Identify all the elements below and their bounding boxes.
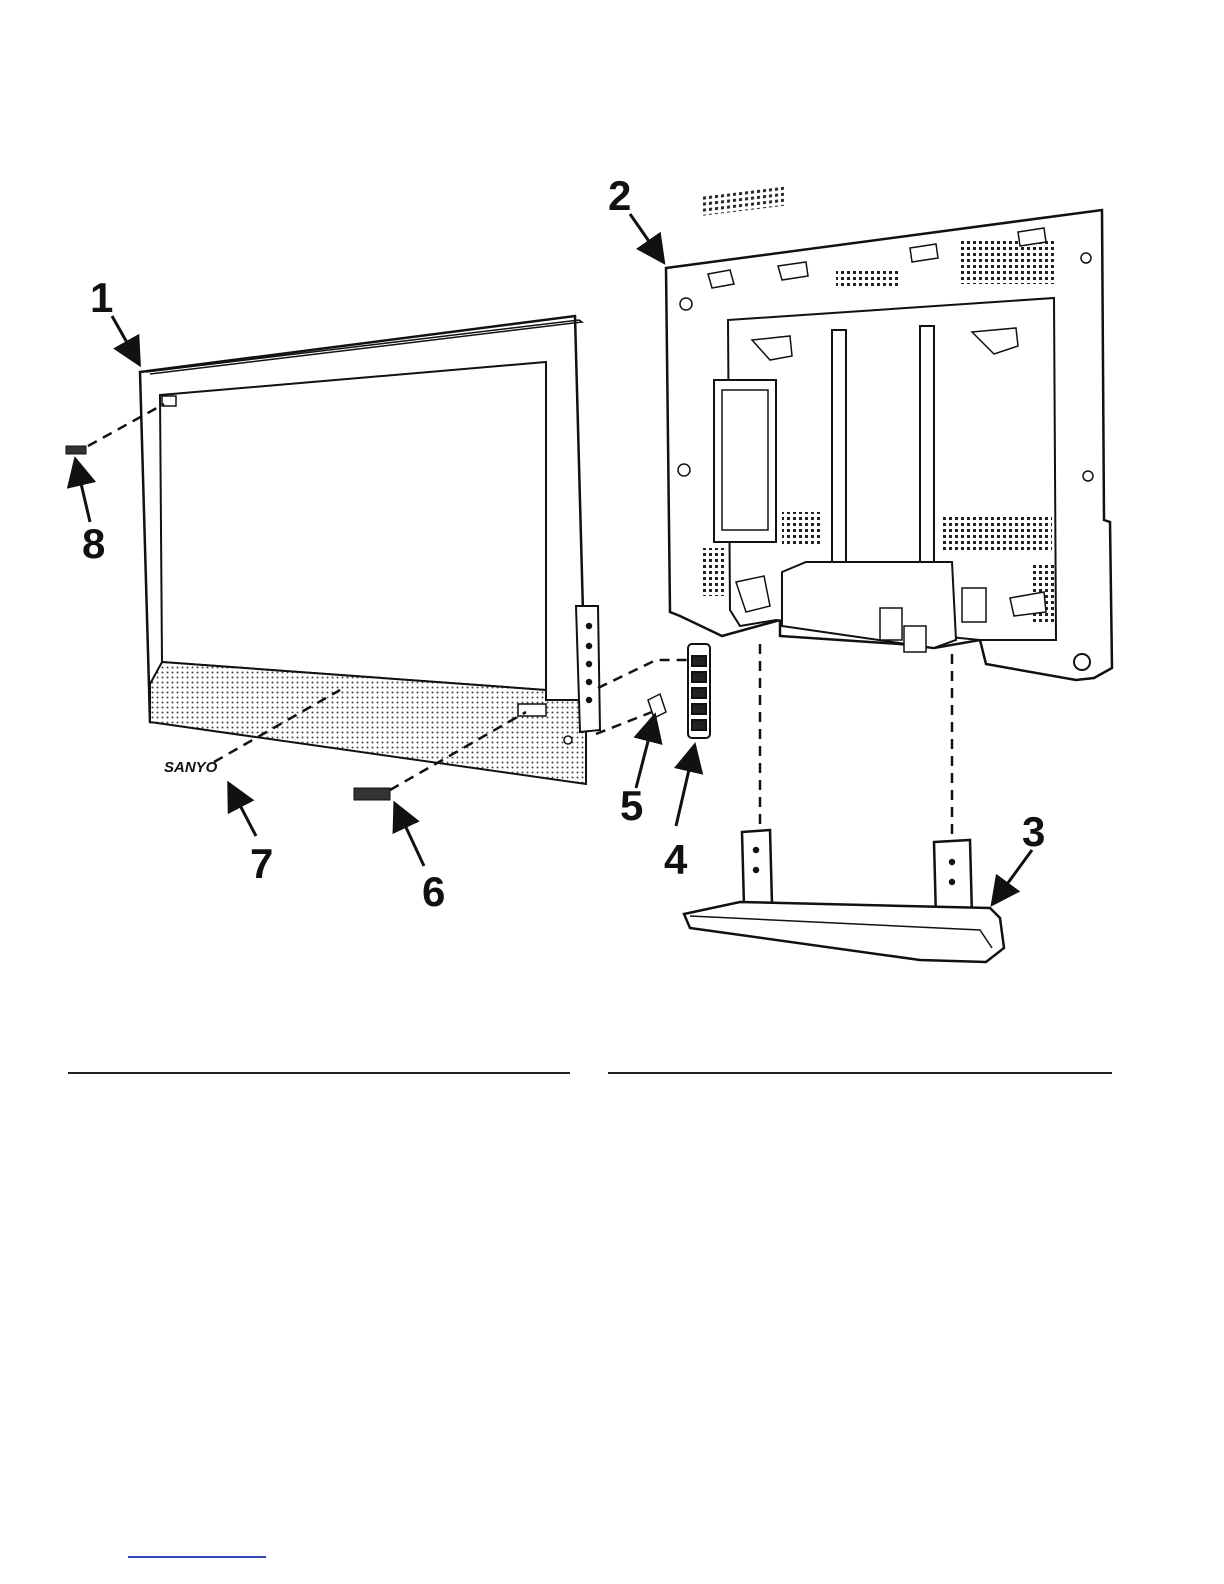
section-divider-right xyxy=(608,1072,1112,1074)
small-badge xyxy=(66,446,86,454)
callout-4: 4 xyxy=(664,836,688,883)
control-button-assembly xyxy=(688,644,710,738)
brand-logo: SANYO xyxy=(164,759,218,776)
rear-cabinet xyxy=(666,186,1112,680)
callout-8: 8 xyxy=(82,520,105,567)
callout-1: 1 xyxy=(90,274,113,321)
section-divider-left xyxy=(68,1072,570,1074)
callout-5: 5 xyxy=(620,782,643,829)
callout-3: 3 xyxy=(1022,808,1045,855)
indicator-lens xyxy=(648,694,666,718)
callout-7: 7 xyxy=(250,840,273,887)
stand xyxy=(684,830,1004,962)
footer-link-underline[interactable] xyxy=(128,1556,266,1558)
front-cabinet xyxy=(140,316,600,784)
model-badge xyxy=(354,788,390,800)
callout-2: 2 xyxy=(608,172,631,219)
callout-6: 6 xyxy=(422,868,445,915)
